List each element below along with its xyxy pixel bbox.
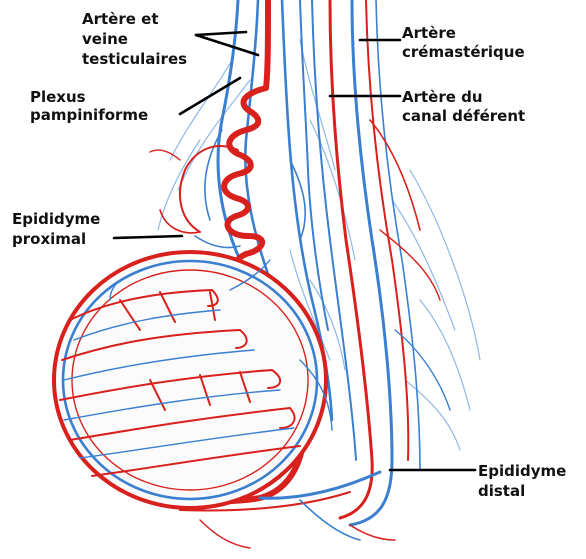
label-deferent-line2: canal déférent — [402, 107, 525, 126]
label-deferent-line1: Artère du — [402, 88, 483, 107]
leader-artere-veine-1 — [196, 35, 258, 55]
label-epididyme-proximal-line1: Epididyme — [12, 210, 100, 229]
label-epididyme-distal-line1: Epididyme — [478, 462, 566, 481]
label-artere-veine-line2: veine — [82, 30, 128, 49]
leader-artere-veine-2 — [196, 32, 246, 35]
label-artere-veine-line3: testiculaires — [82, 50, 187, 69]
leader-epididyme-proximal — [114, 236, 182, 238]
label-artere-veine-line1: Artère et — [82, 10, 159, 29]
label-cremasterique-line2: crémastérique — [402, 43, 525, 62]
label-plexus-line2: pampiniforme — [30, 106, 148, 125]
label-epididyme-distal-line2: distal — [478, 482, 525, 501]
label-plexus-line1: Plexus — [30, 88, 86, 107]
leader-plexus — [180, 78, 240, 114]
label-cremasterique-line1: Artère — [402, 24, 456, 43]
cremasteric-branches — [370, 120, 450, 410]
epididymis-proximal-vessels — [150, 146, 240, 247]
vas-deferens — [312, 0, 420, 525]
label-epididyme-proximal-line2: proximal — [12, 230, 86, 249]
